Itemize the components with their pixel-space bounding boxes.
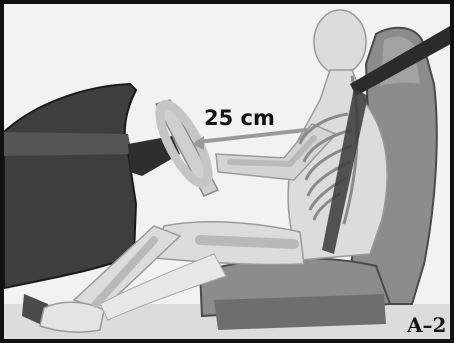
distance-label: 25 cm [204, 106, 275, 130]
figure-id-label: A–2 [406, 313, 446, 337]
driver-seating-illustration: 25 cm A–2 [4, 4, 454, 343]
measurement-arrow-icon [192, 130, 306, 150]
dashboard-top-edge [4, 132, 132, 156]
dashboard [4, 84, 136, 288]
